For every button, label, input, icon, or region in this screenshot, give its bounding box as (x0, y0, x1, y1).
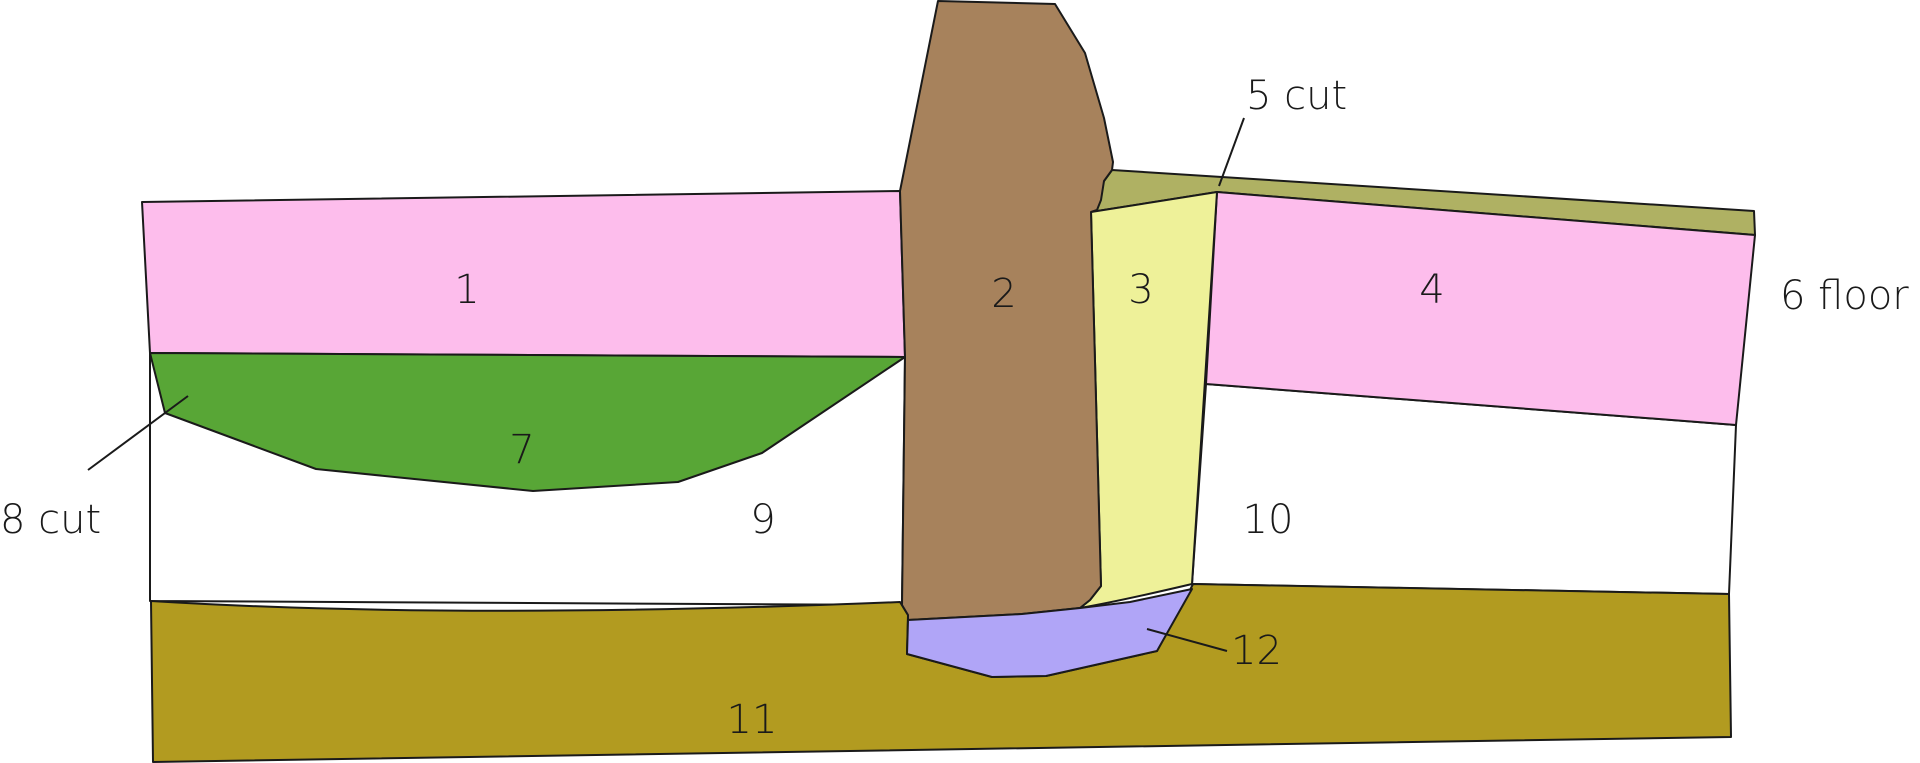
layer-12 (906, 588, 1193, 678)
callout-8-leader (87, 395, 189, 471)
layer-2-label: 2 (991, 271, 1016, 317)
callout-8-label: 8 cut (0, 497, 101, 543)
layer-4-label: 4 (1419, 267, 1444, 313)
layer-11-label: 11 (727, 697, 778, 743)
layer-9-label: 9 (750, 497, 775, 543)
callout-12-leader (1146, 628, 1228, 652)
layer-7 (149, 352, 906, 492)
layer-1-label: 1 (454, 267, 479, 313)
callout-6-label: 6 floor (1780, 273, 1909, 319)
layer-3-label: 3 (1128, 267, 1153, 313)
callout-5-leader (1218, 117, 1245, 187)
callout-5-label: 5 cut (1246, 73, 1347, 119)
layer-7-label: 7 (509, 427, 534, 473)
layer-1 (141, 190, 906, 358)
callout-12-label: 12 (1231, 628, 1282, 674)
layer-10-label: 10 (1243, 497, 1294, 543)
layer-2 (899, 0, 1114, 621)
